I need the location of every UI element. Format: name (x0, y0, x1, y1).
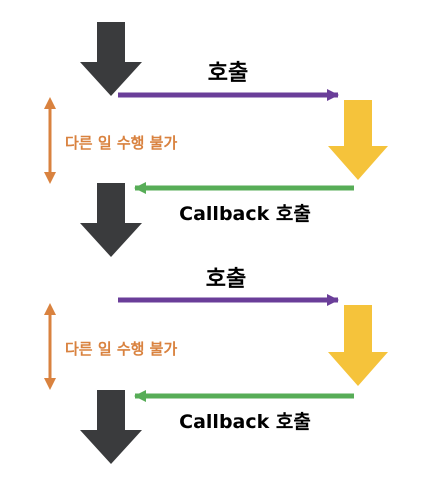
blocked-label-2: 다른 일 수행 불가 (65, 340, 177, 358)
caller-arrow-2 (80, 183, 142, 257)
caller-arrow-3 (80, 390, 142, 464)
caller-arrow-1 (80, 22, 142, 96)
callee-arrow-2 (328, 305, 388, 386)
callback-label-2: Callback 호출 (179, 411, 311, 433)
callback-label-1: Callback 호출 (179, 203, 311, 225)
blocked-label-1: 다른 일 수행 불가 (65, 134, 177, 152)
call-label-1: 호출 (208, 61, 248, 86)
callee-arrow-1 (328, 100, 388, 180)
call-label-2: 호출 (206, 267, 246, 292)
